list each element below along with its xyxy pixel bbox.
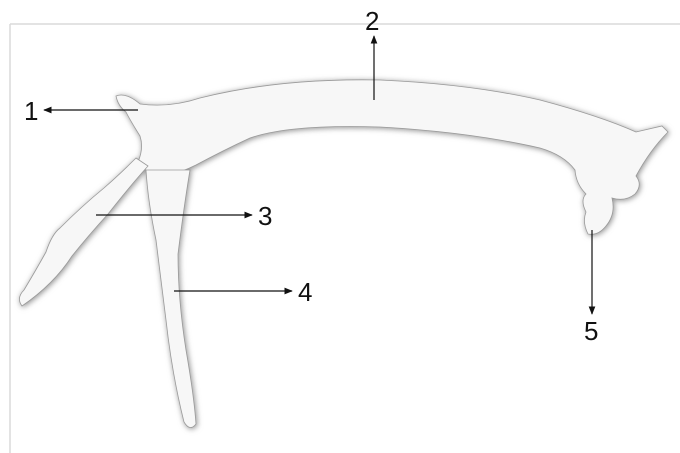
label-1: 1 xyxy=(24,96,38,126)
main-beam xyxy=(116,80,668,235)
branch-4 xyxy=(146,170,196,428)
label-4: 4 xyxy=(298,277,312,307)
specimen xyxy=(19,80,668,428)
label-5: 5 xyxy=(584,316,598,346)
branch-3 xyxy=(19,158,148,306)
label-3: 3 xyxy=(258,201,272,231)
label-2: 2 xyxy=(365,6,379,36)
